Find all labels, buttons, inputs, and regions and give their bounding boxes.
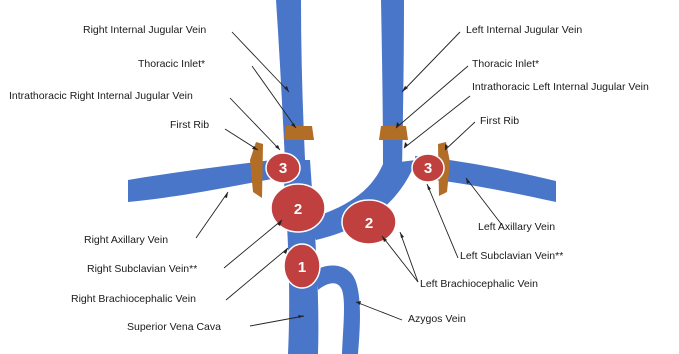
label-first-rib-left: First Rib [480, 115, 519, 127]
label-left-internal-jugular: Left Internal Jugular Vein [466, 24, 582, 36]
label-right-brachiocephalic: Right Brachiocephalic Vein [71, 293, 196, 305]
zone-label: 1 [298, 259, 306, 276]
label-right-subclavian: Right Subclavian Vein** [87, 263, 197, 275]
zone-label: 3 [279, 160, 287, 177]
zones: 3 3 2 2 1 [266, 153, 444, 288]
labels: Right Internal Jugular Vein Left Interna… [9, 24, 649, 333]
left-zone-3: 3 [412, 154, 444, 182]
label-azygos: Azygos Vein [408, 313, 466, 325]
label-thoracic-inlet-right: Thoracic Inlet* [138, 58, 205, 70]
left-internal-jugular-vein [381, 0, 404, 168]
right-first-rib [250, 142, 263, 198]
zone-label: 2 [294, 201, 302, 218]
zone-1: 1 [284, 244, 320, 288]
right-zone-3: 3 [266, 153, 300, 183]
label-right-internal-jugular: Right Internal Jugular Vein [83, 24, 206, 36]
label-intrathoracic-right-ij: Intrathoracic Right Internal Jugular Vei… [9, 90, 193, 102]
label-superior-vena-cava: Superior Vena Cava [127, 321, 221, 333]
left-zone-2: 2 [342, 200, 396, 244]
label-right-axillary: Right Axillary Vein [84, 234, 168, 246]
label-intrathoracic-left-ij: Intrathoracic Left Internal Jugular Vein [472, 81, 649, 93]
right-thoracic-inlet-band [284, 126, 314, 140]
label-thoracic-inlet-left: Thoracic Inlet* [472, 58, 539, 70]
zone-label: 2 [365, 215, 373, 232]
label-left-axillary: Left Axillary Vein [478, 221, 555, 233]
label-left-brachiocephalic: Left Brachiocephalic Vein [420, 278, 538, 290]
zone-label: 3 [424, 160, 432, 177]
label-left-subclavian: Left Subclavian Vein** [460, 250, 563, 262]
label-first-rib-right: First Rib [170, 119, 209, 131]
azygos-vein [316, 266, 360, 354]
left-thoracic-inlet-band [379, 126, 408, 140]
